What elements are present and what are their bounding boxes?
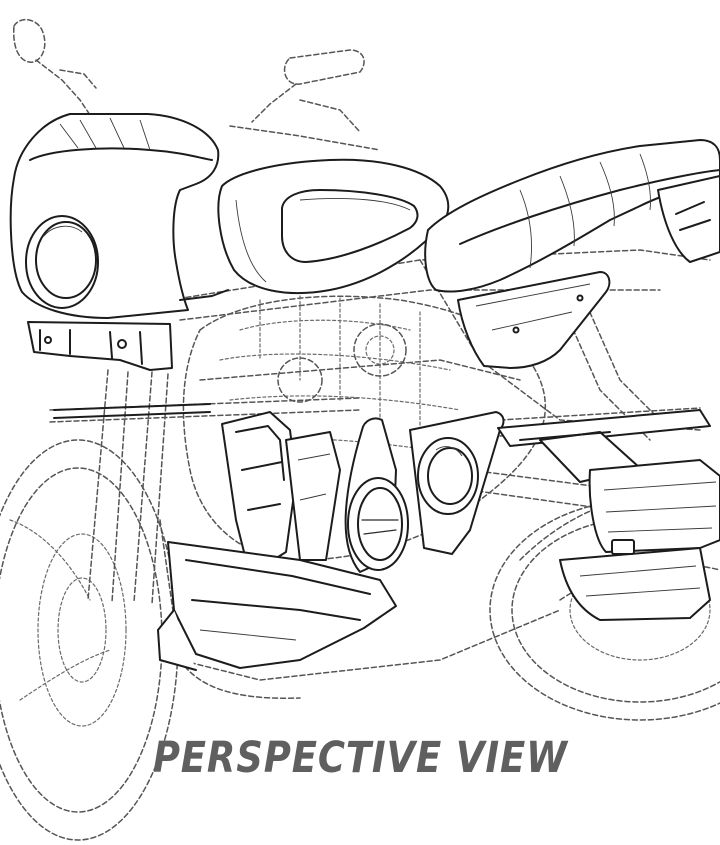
exhaust-system xyxy=(497,409,720,621)
side-panel xyxy=(457,271,611,369)
air-intakes xyxy=(344,411,505,573)
frame-rails xyxy=(53,289,611,441)
seat xyxy=(424,139,720,293)
radiator-shroud xyxy=(221,411,341,563)
triple-clamp xyxy=(27,321,173,371)
figure-caption: PERSPECTIVE VIEW xyxy=(152,733,568,783)
belly-pan xyxy=(157,541,397,671)
headlight-fairing xyxy=(9,113,220,319)
fuel-tank xyxy=(217,158,450,295)
